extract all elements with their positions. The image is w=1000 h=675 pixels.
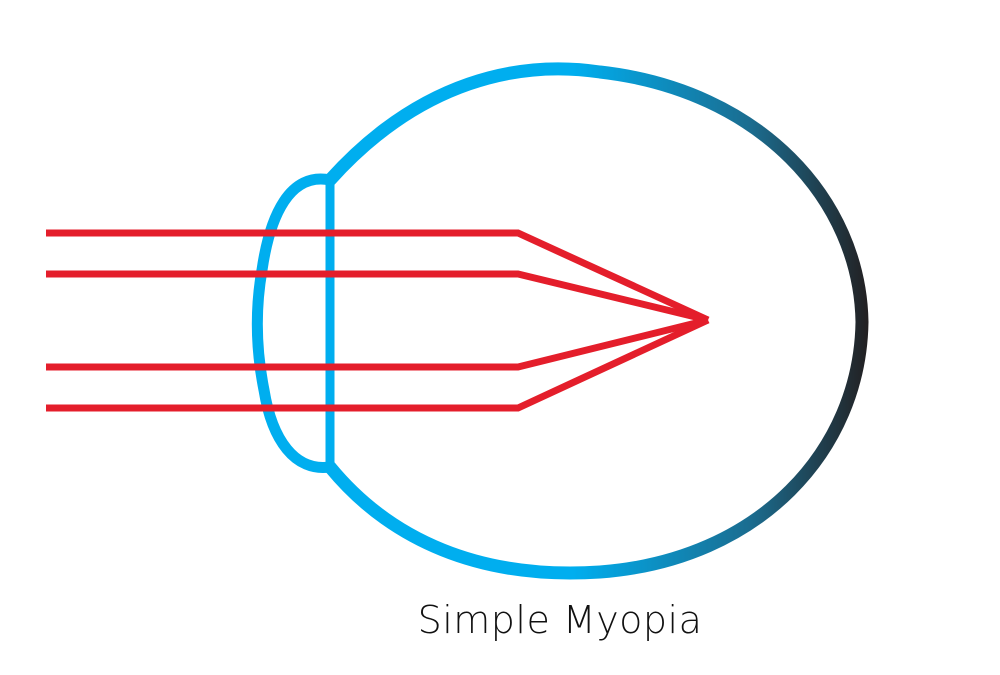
light-rays: [46, 229, 710, 412]
light-ray: [46, 316, 709, 371]
diagram-caption: Simple Myopia: [417, 598, 703, 642]
eyeball-outline: [323, 62, 869, 580]
light-ray: [46, 229, 710, 324]
light-ray: [46, 316, 710, 412]
light-ray: [46, 270, 709, 324]
cornea: [251, 173, 336, 473]
